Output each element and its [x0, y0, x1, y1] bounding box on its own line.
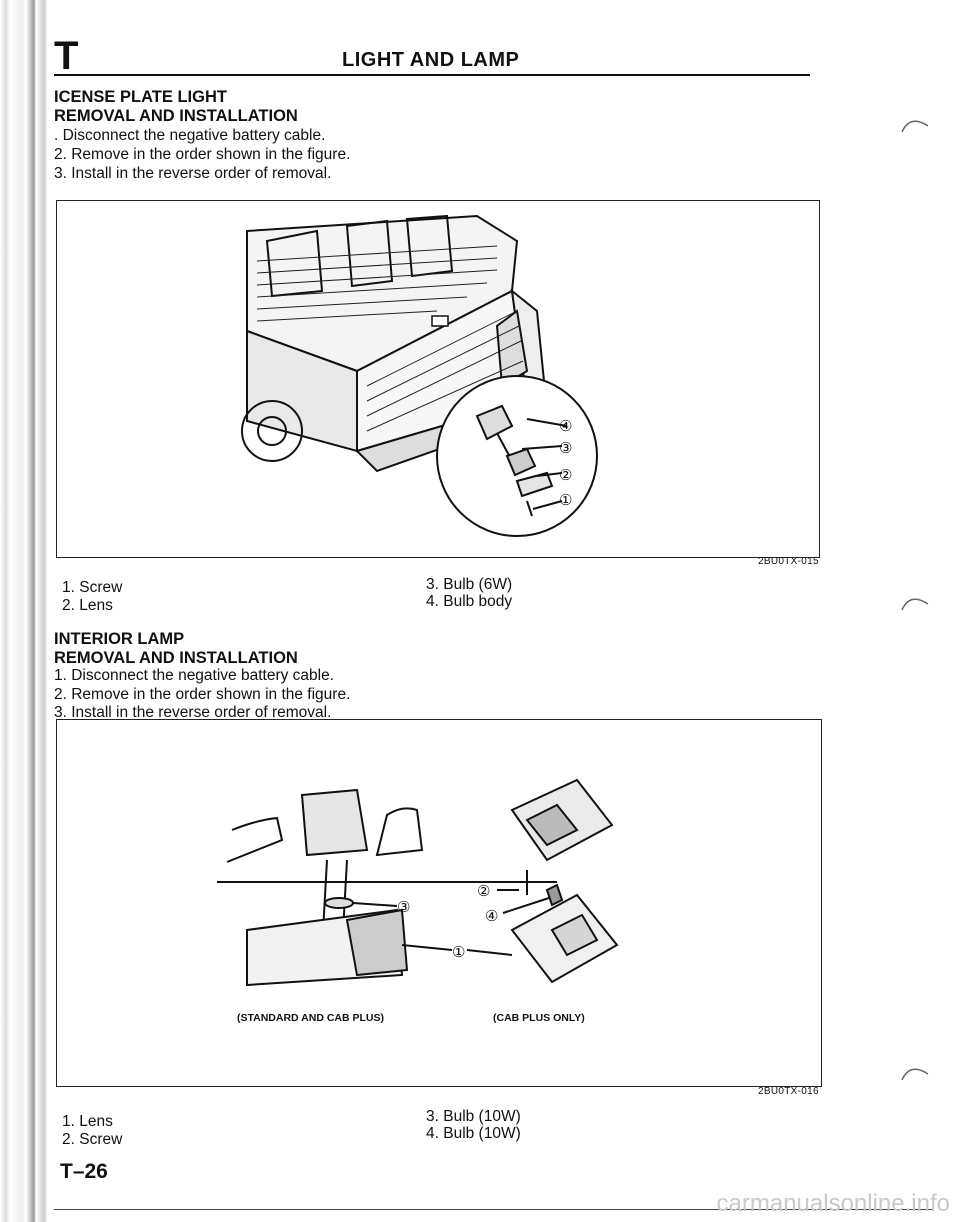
interior-figure-code: 2BU0TX-016 — [758, 1086, 819, 1097]
license-figure-code: 2BU0TX-015 — [758, 556, 819, 567]
license-plate-subheading: REMOVAL AND INSTALLATION — [54, 107, 298, 125]
footer-rule — [54, 1209, 934, 1210]
callout-4: ④ — [559, 418, 572, 435]
license-legend-2: 2. Lens — [62, 597, 113, 614]
interior-callout-3: ③ — [397, 899, 410, 916]
interior-legend-1: 1. Lens — [62, 1113, 113, 1130]
interior-legend-2: 2. Screw — [62, 1131, 123, 1148]
margin-mark — [901, 120, 929, 133]
interior-lamp-subheading: REMOVAL AND INSTALLATION — [54, 649, 298, 667]
header-rule — [54, 74, 810, 76]
interior-legend-4: 4. Bulb (10W) — [426, 1125, 521, 1142]
license-step-1: . Disconnect the negative battery cable. — [54, 127, 326, 144]
interior-step-1: 1. Disconnect the negative battery cable… — [54, 667, 335, 684]
interior-lamp-illustration: ③ ② ④ ① — [217, 778, 619, 987]
scan-binding-edge — [0, 0, 48, 1222]
license-legend-3: 3. Bulb (6W) — [426, 576, 513, 593]
margin-mark — [901, 1068, 929, 1081]
license-legend-1: 1. Screw — [62, 579, 123, 596]
interior-step-3: 3. Install in the reverse order of remov… — [54, 704, 332, 721]
interior-callout-1: ① — [452, 944, 465, 961]
interior-lamp-figure: ③ ② ④ ① (STANDARD AND CAB PLUS) (CAB PLU… — [56, 719, 822, 1087]
license-plate-heading: ICENSE PLATE LIGHT — [54, 88, 227, 106]
interior-step-2: 2. Remove in the order shown in the figu… — [54, 686, 351, 703]
license-plate-figure: ④ ③ ② ① — [56, 200, 820, 558]
watermark: carmanualsonline.info — [716, 1190, 950, 1217]
interior-callout-2: ② — [477, 883, 490, 900]
page-number: T–26 — [60, 1160, 108, 1183]
callout-3: ③ — [559, 440, 572, 457]
callout-1: ① — [559, 492, 572, 509]
interior-lamp-heading: INTERIOR LAMP — [54, 630, 185, 648]
license-step-2: 2. Remove in the order shown in the figu… — [54, 146, 351, 163]
page-header-title: LIGHT AND LAMP — [342, 49, 520, 71]
license-legend-4: 4. Bulb body — [426, 593, 513, 610]
callout-2: ② — [559, 467, 572, 484]
truck-rear-illustration: ④ ③ ② ① — [241, 214, 598, 537]
caption-cab-plus: (CAB PLUS ONLY) — [493, 1012, 585, 1024]
margin-mark — [901, 598, 929, 611]
interior-legend-3: 3. Bulb (10W) — [426, 1108, 521, 1125]
license-step-3: 3. Install in the reverse order of remov… — [54, 165, 332, 182]
section-letter: T — [54, 34, 79, 78]
interior-callout-4: ④ — [485, 908, 498, 925]
caption-standard: (STANDARD AND CAB PLUS) — [237, 1012, 384, 1024]
